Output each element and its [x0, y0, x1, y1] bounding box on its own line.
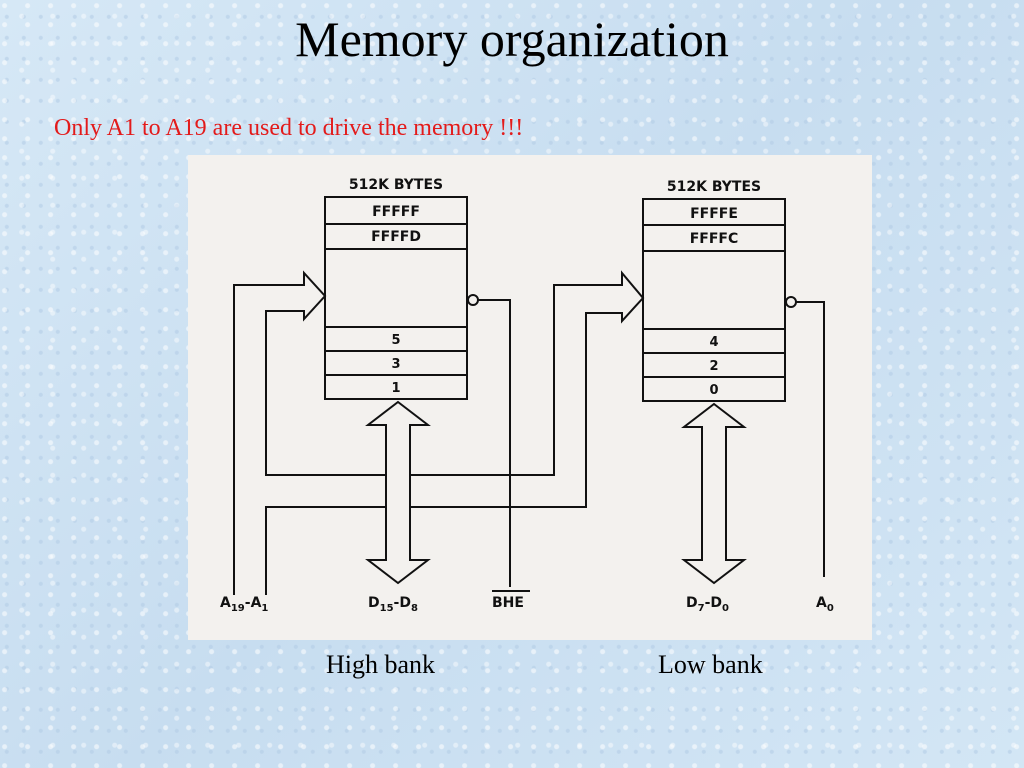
low-bank-cell: 0	[709, 383, 718, 398]
bhe-label: BHE	[492, 595, 524, 611]
a0-label: A0	[816, 595, 834, 614]
high-bank-cell: 5	[391, 333, 400, 348]
low-data-bus-arrow	[681, 402, 747, 585]
low-bank-block	[642, 198, 786, 402]
low-bank-caption: Low bank	[658, 650, 763, 679]
high-bank-cell: 3	[391, 357, 400, 372]
a0-line	[796, 301, 825, 577]
high-bank-cell: FFFFF	[372, 204, 420, 220]
address-bus-label: A19-A1	[220, 595, 268, 614]
high-data-bus-label: D15-D8	[368, 595, 418, 614]
low-bank-cell: FFFFC	[690, 231, 739, 247]
high-data-bus-arrow	[365, 400, 431, 585]
memory-diagram: 512K BYTES FFFFF FFFFD 5 3 1 512K BYTES …	[188, 155, 872, 640]
low-bank-cell: 4	[709, 335, 718, 350]
high-bank-caption: High bank	[326, 650, 436, 679]
low-bank-cell: FFFFE	[690, 206, 738, 222]
high-bank-cell: FFFFD	[371, 229, 421, 245]
bhe-bubble	[467, 294, 479, 306]
memory-diagram-svg: 512K BYTES FFFFF FFFFD 5 3 1 512K BYTES …	[220, 177, 834, 614]
address-bus-arrows	[233, 270, 645, 595]
slide-title: Memory organization	[295, 11, 729, 67]
low-data-bus-label: D7-D0	[686, 595, 729, 614]
slide-subtitle: Only A1 to A19 are used to drive the mem…	[54, 115, 524, 141]
low-bank-header: 512K BYTES	[667, 179, 761, 195]
high-bank-cell: 1	[391, 381, 400, 396]
a0-bubble	[785, 296, 797, 308]
high-bank-header: 512K BYTES	[349, 177, 443, 193]
low-bank-cell: 2	[709, 359, 718, 374]
bhe-line	[478, 299, 511, 587]
high-bank-block	[324, 196, 468, 400]
